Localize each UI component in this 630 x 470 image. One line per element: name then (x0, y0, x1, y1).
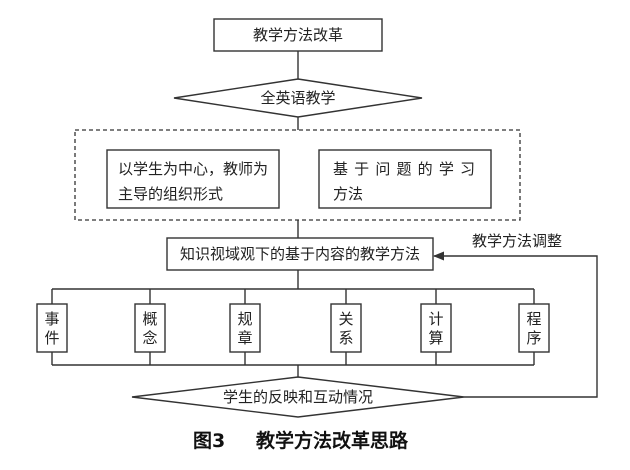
knowledge-concept-char2: 念 (142, 329, 157, 347)
knowledge-rule-char1: 规 (237, 310, 252, 328)
title-box-label: 教学方法改革 (253, 26, 343, 44)
knowledge-rule-char2: 章 (237, 329, 252, 347)
knowledge-calculation-char2: 算 (428, 329, 443, 347)
knowledge-event-char1: 事 (44, 310, 59, 328)
knowledge-box-event (36, 303, 68, 353)
feedback-loop (432, 251, 598, 398)
figure-number: 图3 (193, 430, 225, 452)
decision-diamond-bottom (131, 376, 465, 418)
mode-box-student-centered (106, 149, 280, 209)
knowledge-procedure-char2: 序 (526, 329, 541, 347)
mode-box-problem-based (318, 149, 492, 209)
decision-top-label: 全英语教学 (260, 89, 335, 107)
mode-right-line2: 方法 (333, 185, 363, 203)
knowledge-event-char2: 件 (44, 329, 59, 347)
feedback-label: 教学方法调整 (472, 232, 562, 250)
knowledge-box-procedure (518, 303, 550, 353)
knowledge-concept-char1: 概 (142, 310, 157, 328)
decision-bottom-label: 学生的反映和互动情况 (223, 388, 373, 406)
knowledge-procedure-char1: 程 (526, 310, 541, 328)
mode-left-line2: 主导的组织形式 (118, 185, 223, 203)
knowledge-box-concept (134, 303, 166, 353)
knowledge-relation-char2: 系 (338, 329, 353, 347)
knowledge-calculation-char1: 计 (428, 310, 443, 328)
mode-left-line1: 以学生为中心，教师为 (118, 160, 268, 178)
title-box (213, 18, 383, 52)
knowledge-relation-char1: 关 (338, 310, 353, 328)
method-box-label: 知识视域观下的基于内容的教学方法 (180, 245, 420, 263)
mode-right-line1: 基于问题的学习 (333, 160, 475, 178)
figure-caption: 教学方法改革思路 (256, 429, 409, 452)
knowledge-box-relation (330, 303, 362, 353)
